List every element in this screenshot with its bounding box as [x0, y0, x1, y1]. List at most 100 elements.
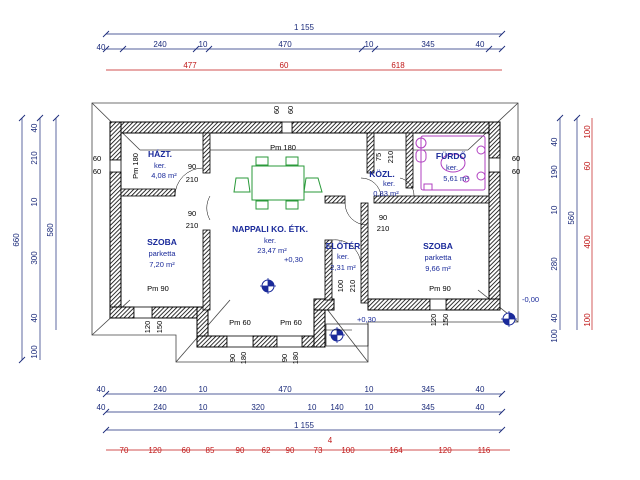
- opening-pm180-top: Pm 180: [270, 143, 296, 152]
- room-furdo-area: 5,61 m²: [443, 174, 469, 183]
- dim-left-0: 40: [30, 123, 39, 132]
- dim-right-1: 190: [550, 165, 559, 179]
- interior-walls: [120, 132, 490, 311]
- opening-pm90-right: Pm 90: [429, 284, 451, 293]
- door-kozl-height: 210: [386, 151, 395, 164]
- room-hazt-name: HÁZT.: [148, 149, 172, 159]
- dimension-lines: [21, 33, 578, 431]
- level-marker-nappali: [260, 278, 276, 294]
- dim-right-red-1: 60: [583, 161, 592, 170]
- dim-left-4: 40: [30, 313, 39, 322]
- dim-top-r1-5: 345: [421, 40, 435, 49]
- dim-bot-red-2: 60: [182, 446, 191, 455]
- entrance-steps: [325, 323, 369, 347]
- sanitary-fixtures: [415, 135, 486, 191]
- dim-bot-red-10: 120: [438, 446, 452, 455]
- dim-bot-marker: 4: [328, 436, 333, 445]
- window-top-b: 60: [286, 106, 295, 114]
- door-a-height: 210: [186, 175, 199, 184]
- door-entry-width: 100: [336, 280, 345, 293]
- dim-right-0: 40: [550, 137, 559, 146]
- dim-top-r2-2: 618: [391, 61, 405, 70]
- sill-mid-b-2: 180: [291, 352, 300, 365]
- dim-bot-r1-1: 240: [153, 385, 167, 394]
- dim-bot-r2-3: 320: [251, 403, 265, 412]
- room-szoba-left-floor: parketta: [148, 249, 176, 258]
- room-szoba-right-name: SZOBA: [423, 241, 453, 251]
- dim-right-3: 280: [550, 257, 559, 271]
- dim-bot-red-6: 90: [286, 446, 295, 455]
- dim-bot-red-8: 100: [341, 446, 355, 455]
- dimension-ticks: [18, 30, 581, 434]
- door-swings: [174, 167, 415, 267]
- level-marker-ground: [501, 311, 517, 327]
- sill-left-a: 120: [143, 321, 152, 334]
- dim-bot-red-7: 73: [314, 446, 323, 455]
- opening-pm60-b: Pm 60: [280, 318, 302, 327]
- door-kozl-width: 75: [374, 153, 383, 161]
- door-entry-height: 210: [348, 280, 357, 293]
- dim-bot-r2-8: 40: [476, 403, 485, 412]
- dim-bot-r2-4: 10: [308, 403, 317, 412]
- dim-bot-red-9: 164: [389, 446, 403, 455]
- dim-top-r1-4: 10: [365, 40, 374, 49]
- room-szoba-left-name: SZOBA: [147, 237, 177, 247]
- room-szoba-right-area: 9,66 m²: [425, 264, 451, 273]
- door-b-height: 210: [186, 221, 199, 230]
- dim-right-4: 40: [550, 313, 559, 322]
- dim-bot-red-1: 120: [148, 446, 162, 455]
- room-kozl-name: KÖZL.: [369, 169, 395, 179]
- dim-bot-r1-3: 470: [278, 385, 292, 394]
- dim-bot-r2-1: 240: [153, 403, 167, 412]
- room-eloter-area: 2,31 m²: [330, 263, 356, 272]
- dim-bot-r1-4: 10: [365, 385, 374, 394]
- dim-bot-r2-2: 10: [199, 403, 208, 412]
- dim-top-r2-0: 477: [183, 61, 197, 70]
- level-ground: -0,00: [522, 295, 539, 304]
- exterior-walls: [109, 121, 501, 348]
- window-left-a: 60: [93, 154, 101, 163]
- dim-left-1: 210: [30, 151, 39, 165]
- door-b-width: 90: [188, 209, 196, 218]
- dim-left-total: 660: [12, 233, 21, 247]
- dim-bot-r2-0: 40: [97, 403, 106, 412]
- dim-bot-total: 1 155: [294, 421, 315, 430]
- room-nappali-area: 23,47 m²: [257, 246, 287, 255]
- room-nappali-floor: ker.: [264, 236, 276, 245]
- room-furdo-floor: ker.: [446, 163, 458, 172]
- dim-top-total: 1 155: [294, 23, 315, 32]
- dim-top-r1-2: 10: [199, 40, 208, 49]
- sill-right-b: 150: [441, 314, 450, 327]
- dim-top-r1-3: 470: [278, 40, 292, 49]
- window-top-a: 60: [272, 106, 281, 114]
- dim-bot-r1-0: 40: [97, 385, 106, 394]
- dim-right-red-3: 100: [583, 313, 592, 327]
- sill-mid-b-1: 90: [280, 354, 289, 362]
- dim-left-5: 100: [30, 345, 39, 359]
- dim-bot-red-3: 85: [206, 446, 215, 455]
- dim-bot-red-0: 70: [120, 446, 129, 455]
- dim-right-red-0: 100: [583, 125, 592, 139]
- dim-top-r2-1: 60: [280, 61, 289, 70]
- sill-right-a: 120: [429, 314, 438, 327]
- dining-table: [233, 156, 323, 210]
- dim-bot-red-11: 116: [478, 446, 491, 455]
- door-a-width: 90: [188, 162, 196, 171]
- dim-bot-r1-6: 40: [476, 385, 485, 394]
- window-right-a: 60: [512, 154, 520, 163]
- opening-pm180-side: Pm 180: [131, 153, 140, 179]
- room-szoba-right-floor: parketta: [424, 253, 452, 262]
- room-nappali-name: NAPPALI KO. ÉTK.: [232, 224, 308, 234]
- sill-mid-a-1: 90: [228, 354, 237, 362]
- dim-top-r1-0: 40: [97, 43, 106, 52]
- room-kozl-area: 0,83 m²: [373, 189, 399, 198]
- room-eloter-name: ELŐTÉR: [326, 240, 360, 251]
- opening-pm60-a: Pm 60: [229, 318, 251, 327]
- level-marker-eloter: [329, 327, 345, 343]
- dim-left-2: 10: [30, 197, 39, 206]
- room-hazt-floor: ker.: [154, 161, 166, 170]
- dim-top-r1-1: 240: [153, 40, 167, 49]
- dim-bot-red-4: 90: [236, 446, 245, 455]
- door-c-height: 210: [377, 224, 390, 233]
